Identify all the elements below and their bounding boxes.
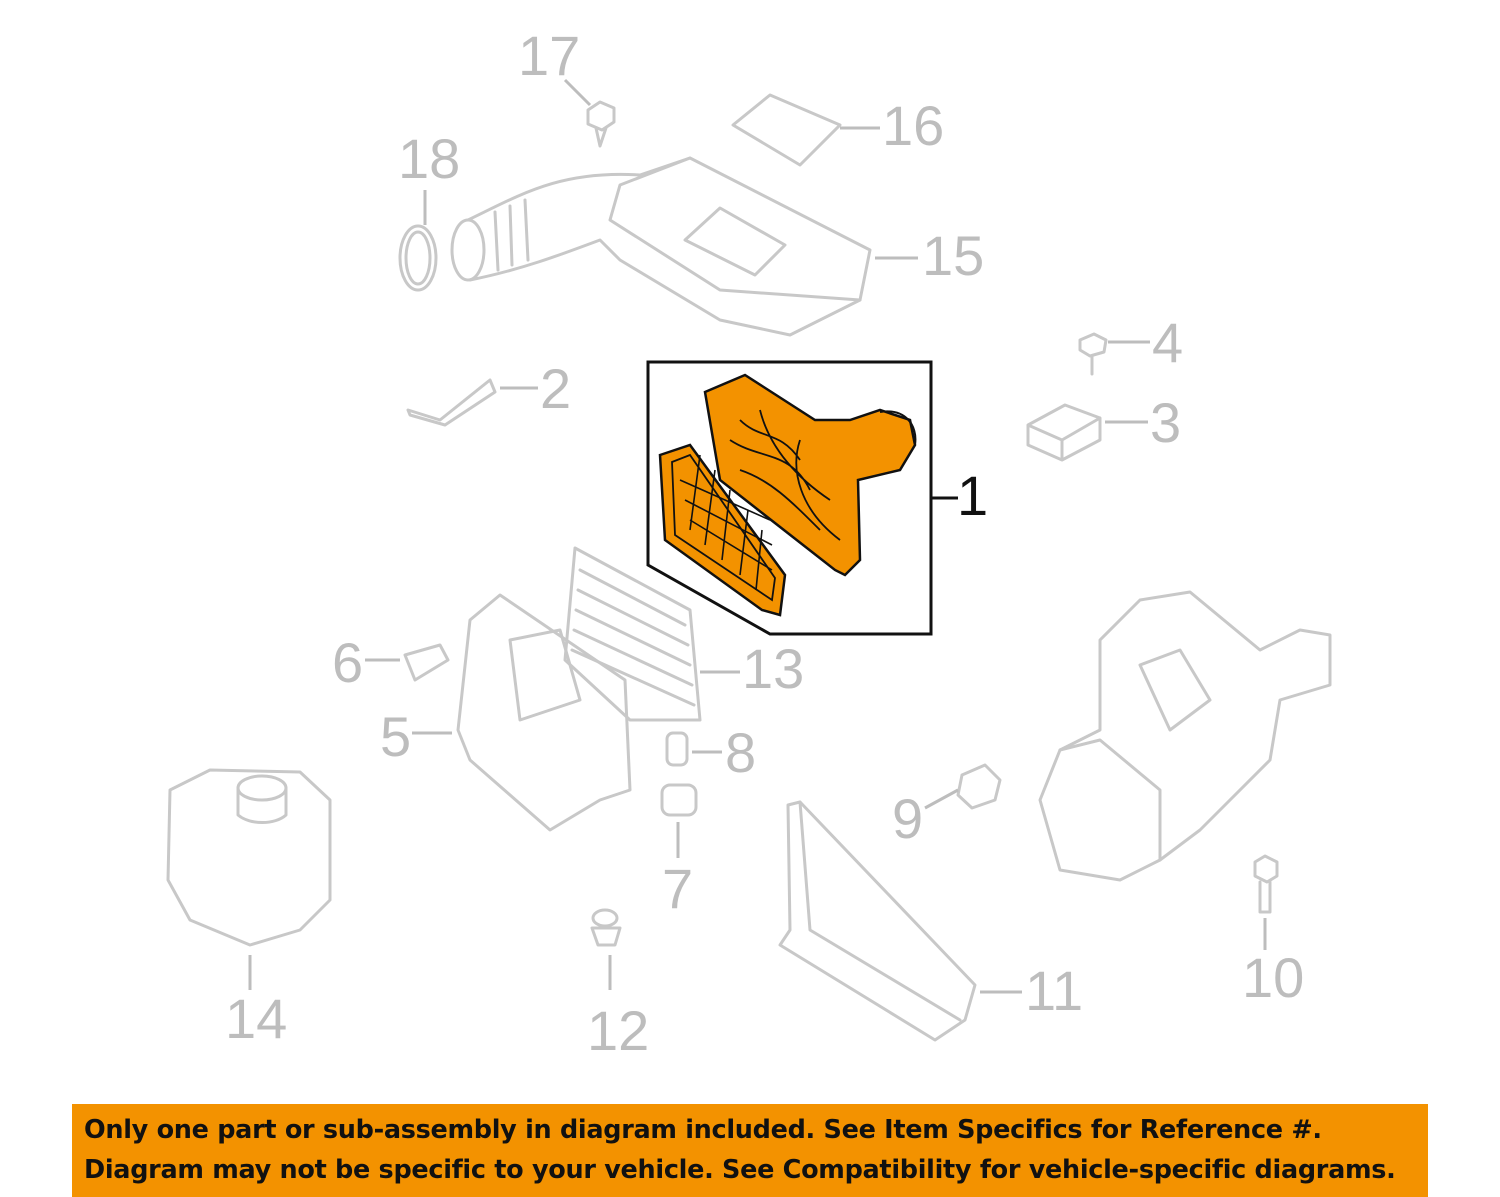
part-assembly-reference (1038, 590, 1332, 882)
callout-11: 11 (1025, 959, 1083, 1022)
callout-13: 13 (742, 637, 804, 700)
callout-10: 10 (1242, 946, 1304, 1009)
part-1-air-cleaner-housing (646, 360, 958, 636)
part-15-cover (450, 156, 918, 337)
part-3-block (1026, 403, 1148, 462)
disclaimer-line-2: Diagram may not be specific to your vehi… (84, 1155, 1396, 1185)
part-16-pad (731, 93, 880, 167)
part-18-clamp (398, 190, 438, 292)
callout-8: 8 (725, 721, 756, 784)
part-17-clip (563, 78, 616, 148)
part-12-clip (590, 908, 622, 990)
callout-14: 14 (225, 987, 287, 1050)
callout-18: 18 (398, 127, 460, 190)
part-6-sensor (365, 643, 450, 682)
part-4-screw (1078, 332, 1150, 376)
part-11-duct (778, 800, 1022, 1042)
callout-12: 12 (587, 999, 649, 1062)
callout-15: 15 (922, 224, 984, 287)
disclaimer-banner: Only one part or sub-assembly in diagram… (72, 1104, 1428, 1197)
callout-7: 7 (662, 857, 693, 920)
callout-17: 17 (518, 24, 580, 87)
part-14-resonator (166, 768, 332, 990)
parts-diagram: 17 16 18 15 4 2 3 (166, 24, 1332, 1062)
callout-1: 1 (957, 464, 988, 527)
callout-2: 2 (540, 357, 571, 420)
part-7-grommet (660, 783, 698, 858)
callout-16: 16 (882, 94, 944, 157)
part-9-nut (924, 763, 1002, 810)
part-2-bracket (406, 378, 538, 427)
part-10-bolt (1253, 854, 1279, 950)
part-5-lower-case (412, 593, 632, 832)
callout-5: 5 (380, 705, 411, 768)
callout-3: 3 (1150, 391, 1181, 454)
disclaimer-line-1: Only one part or sub-assembly in diagram… (84, 1115, 1322, 1145)
callout-4: 4 (1152, 311, 1183, 374)
part-8-bushing (665, 731, 722, 767)
callout-9: 9 (892, 787, 923, 850)
callout-6: 6 (332, 631, 363, 694)
